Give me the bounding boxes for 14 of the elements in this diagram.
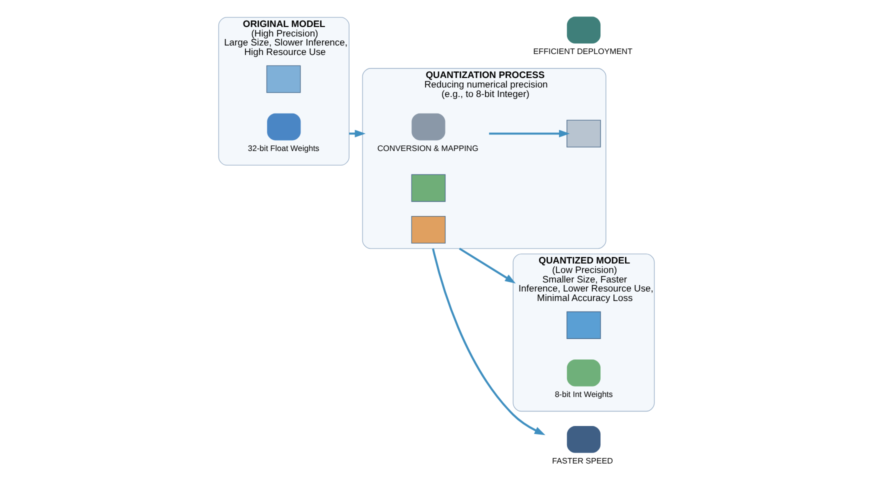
node-box — [566, 16, 600, 44]
node-box — [566, 426, 600, 453]
arrow — [488, 130, 570, 138]
node-box — [411, 113, 445, 140]
node-box — [566, 359, 600, 386]
node-box — [566, 120, 600, 148]
node-box — [266, 113, 300, 140]
arrow — [432, 248, 545, 436]
arrow — [458, 248, 516, 284]
node-box — [566, 311, 600, 339]
node-box — [410, 174, 446, 202]
node-box — [266, 65, 300, 93]
arrow — [348, 130, 366, 138]
node-box — [410, 216, 446, 244]
